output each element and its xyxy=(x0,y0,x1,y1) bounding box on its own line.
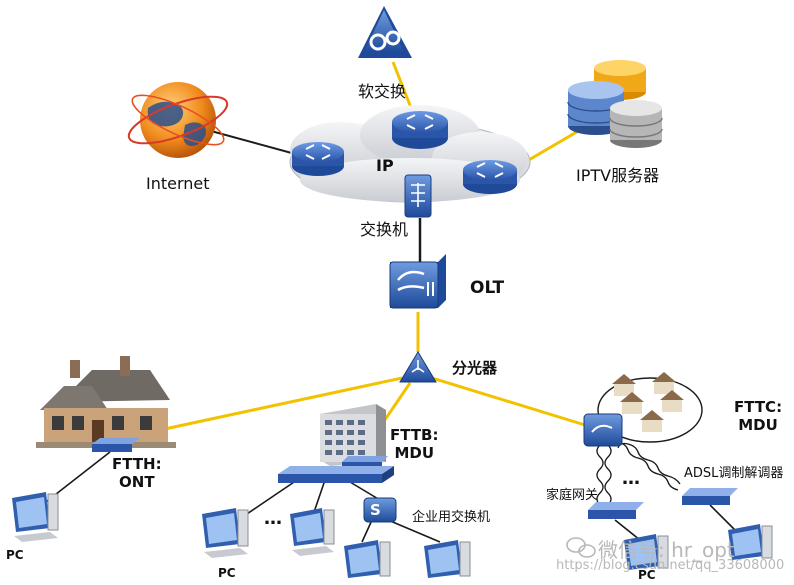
ent-pc2-link xyxy=(387,519,441,543)
adsl-pc-link xyxy=(709,504,736,531)
fttb-building-icon xyxy=(320,404,386,466)
pc-icon-fttc-2 xyxy=(728,524,773,560)
fttc-house-4 xyxy=(660,390,684,412)
fttc-house-5 xyxy=(640,410,664,432)
pc-icon-fttb-2 xyxy=(290,508,335,556)
router-left xyxy=(292,142,344,176)
gw-pc-link xyxy=(614,519,641,541)
pc-icon-fttc-1 xyxy=(624,534,669,570)
softswitch-label: 软交换 xyxy=(358,82,407,101)
home-gateway-icon xyxy=(588,502,644,519)
fttc-houses-icon xyxy=(597,372,703,443)
ont-device-icon xyxy=(92,438,140,452)
internet-globe-icon xyxy=(127,82,229,158)
watermark-url: https://blog.csdn.net/qq_33608000 xyxy=(556,558,785,573)
splitter-fttc-link xyxy=(431,376,586,427)
adsl-modem-icon xyxy=(682,488,738,505)
ftth-ont-label: FTTH: ONT xyxy=(112,455,162,491)
building-switch-icon xyxy=(278,466,394,483)
watermark-wechat-id: 微信号: hr_opt xyxy=(598,538,735,562)
iptv-server-icon xyxy=(567,60,663,148)
fttc-house-2 xyxy=(652,372,676,394)
enterprise-switch-label: 企业用交换机 xyxy=(412,510,491,525)
internet-label: Internet xyxy=(146,174,210,193)
ent-pc1-link xyxy=(361,519,373,543)
pc-icon-fttb-1 xyxy=(202,508,249,558)
core-switch-label: 交换机 xyxy=(360,220,409,239)
home-gateway-label: 家庭网关 xyxy=(546,488,599,503)
fttb-mdu-label: FTTB: MDU xyxy=(390,426,439,462)
fttb-mdu-device-icon xyxy=(342,456,388,469)
ftth-house-icon xyxy=(36,356,176,448)
fttc-house-1 xyxy=(612,374,636,396)
ellipsis-fttb: … xyxy=(264,508,282,529)
ellipsis-fttc: … xyxy=(622,468,640,489)
pc-icon-ent-1 xyxy=(344,540,391,578)
splitter-icon xyxy=(399,351,437,383)
router-top xyxy=(392,111,448,149)
iptv-server-label: IPTV服务器 xyxy=(576,166,660,185)
fttc-house-3 xyxy=(620,392,644,414)
splitter-label: 分光器 xyxy=(452,359,498,377)
olt-icon xyxy=(389,254,446,309)
fttc-adsl-twisted xyxy=(617,441,679,491)
pc-label-fttc: PC xyxy=(638,568,656,582)
olt-label: OLT xyxy=(470,278,505,298)
pc-icon-ent-2 xyxy=(424,540,471,578)
router-right xyxy=(463,160,517,194)
enterprise-switch-icon xyxy=(363,497,397,523)
adsl-modem-label: ADSL调制解调器 xyxy=(684,466,784,481)
splitter-ftth-link xyxy=(159,376,403,432)
softswitch-icon xyxy=(358,6,412,58)
fttc-mdu-label: FTTC: MDU xyxy=(734,398,783,434)
wechat-icon xyxy=(566,537,596,558)
fttc-mdu-device-icon xyxy=(583,413,623,447)
ip-cloud-label: IP xyxy=(376,156,394,175)
enterprise-switch-glyph: S xyxy=(370,501,381,519)
pc-icon-ftth xyxy=(12,492,59,542)
pc-label-fttb: PC xyxy=(218,566,236,580)
pc-label-ftth: PC xyxy=(6,548,24,562)
bswitch-ent-link xyxy=(349,481,381,501)
server-stack-grey xyxy=(609,100,663,148)
core-switch-icon xyxy=(404,174,432,218)
fttc-adsl-twisted-2 xyxy=(617,442,681,485)
